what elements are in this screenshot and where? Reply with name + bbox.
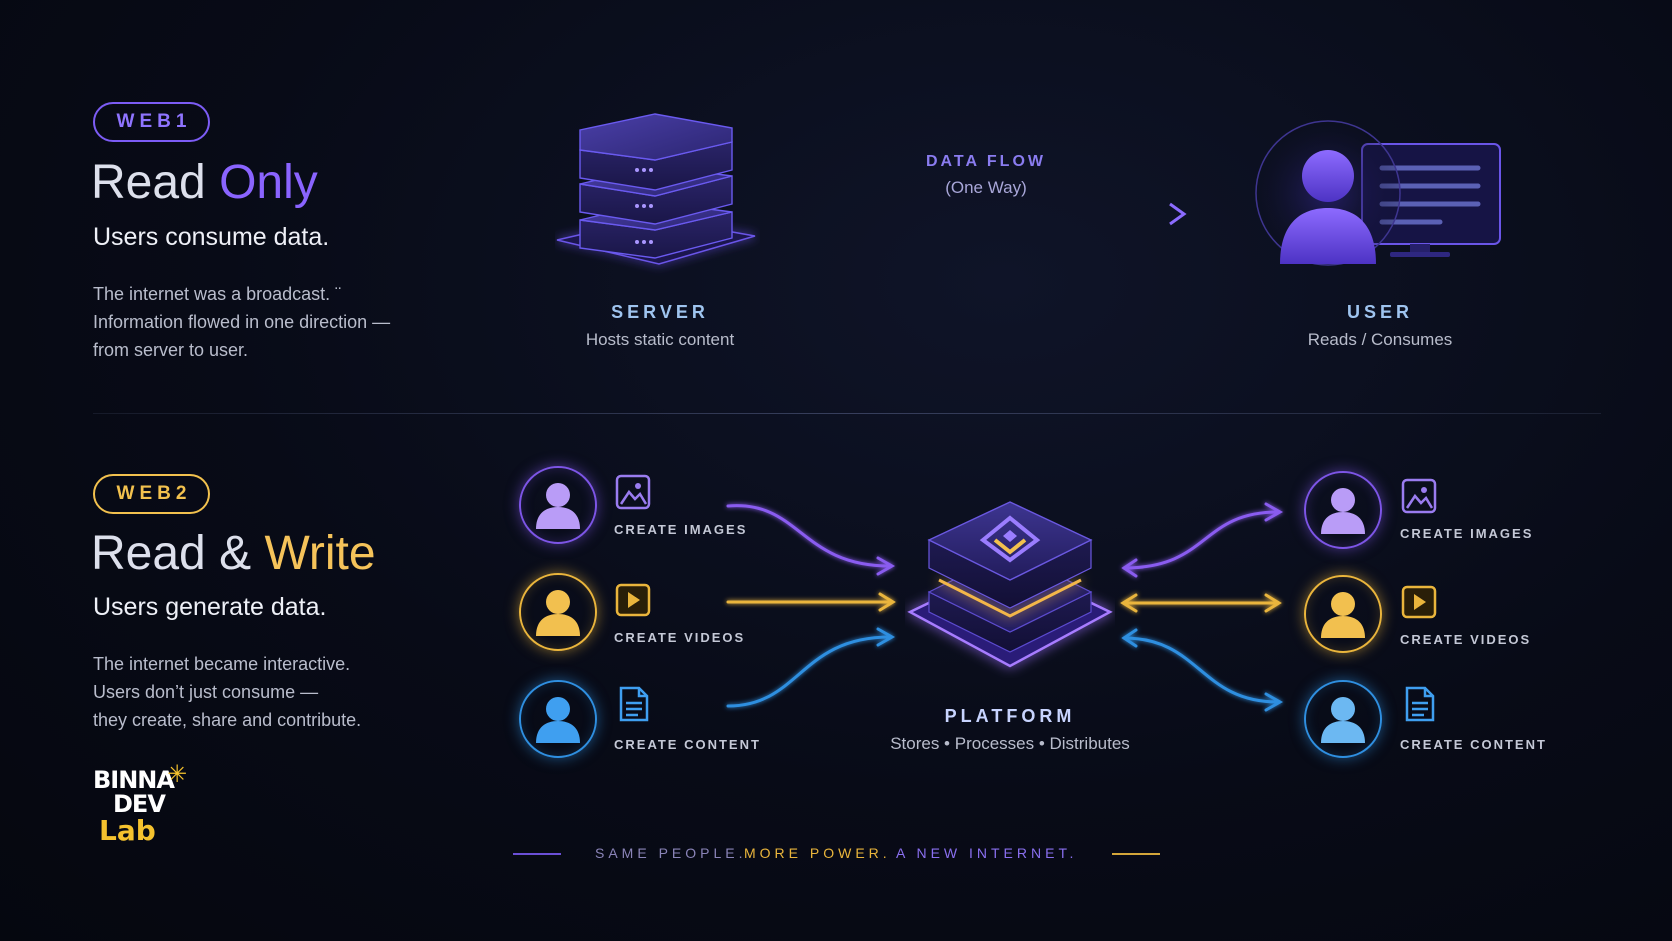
web1-title-main: Read [91,156,220,209]
web1-description: The internet was a broadcast. ¨ Informat… [93,280,390,364]
web1-badge-label: WEB1 [116,111,192,132]
right-action-label-content: CREATE CONTENT [1400,737,1547,752]
left-action-label-videos: CREATE VIDEOS [614,630,746,645]
play-icon [1401,585,1437,619]
image-icon [615,474,651,510]
logo-line-1: BINNA [93,766,175,794]
user-icon [1321,697,1365,743]
document-icon [619,686,649,722]
platform-caption: Stores • Processes • Distributes [890,734,1130,753]
server-caption: Hosts static content [585,330,735,349]
left-user-avatar-images [519,466,597,544]
web2-description-line-2: Users don’t just consume — [93,682,319,702]
web2-description-line-1: The internet became interactive. [93,654,351,674]
user-icon [536,697,580,743]
user-icon [536,590,580,636]
web2-badge: WEB2 [93,474,210,514]
tagline-line-right [1112,853,1160,855]
right-user-avatar-videos [1304,575,1382,653]
data-flow-sublabel: (One Way) [945,178,1027,197]
data-flow-label: DATA FLOW [925,153,1046,170]
web1-title-highlight: Only [219,156,318,209]
web2-title: Read & Write [91,526,376,581]
left-action-label-content: CREATE CONTENT [614,737,761,752]
web1-description-line-1: The internet was a broadcast. ¨ [93,284,342,304]
right-user-avatar-images [1304,471,1382,549]
user-label: USER [1346,302,1413,322]
tagline-line-left [513,853,561,855]
right-user-avatar-content [1304,680,1382,758]
web2-subtitle: Users generate data. [93,593,327,621]
left-user-avatar-content [519,680,597,758]
web2-badge-label: WEB2 [116,483,192,504]
web1-description-line-2: Information flowed in one direction — [93,312,391,332]
logo-line-2: DEV [113,790,166,818]
tagline-part-1: SAME PEOPLE. [595,845,747,861]
tagline-part-2: MORE POWER. [744,845,891,861]
user-icon [1321,488,1365,534]
web2-description-line-3: they create, share and contribute. [93,710,362,730]
left-user-avatar-videos [519,573,597,651]
platform-label: PLATFORM [944,706,1076,726]
web2-title-highlight: Write [264,527,376,580]
tagline-part-3: A NEW INTERNET. [896,845,1078,861]
binna-dev-lab-logo: BINNA DEV Lab ✳ [93,761,187,856]
user-caption: Reads / Consumes [1307,330,1453,349]
user-icon [1321,592,1365,638]
section-divider [93,413,1601,414]
left-action-label-images: CREATE IMAGES [614,522,748,537]
logo-line-3: Lab [99,814,156,847]
platform-connectors [726,502,1284,712]
document-icon [1405,686,1435,722]
web2-title-main: Read & [91,527,265,580]
right-action-label-videos: CREATE VIDEOS [1400,632,1532,647]
data-flow-arrow [790,202,1187,226]
web1-subtitle: Users consume data. [93,223,330,251]
web1-description-line-3: from server to user. [93,340,249,360]
star-icon: ✳ [167,761,188,788]
web2-description: The internet became interactive. Users d… [93,650,361,734]
right-action-label-images: CREATE IMAGES [1400,526,1534,541]
user-screen-icon [1255,120,1501,266]
user-icon [536,483,580,529]
web1-badge: WEB1 [93,102,210,142]
play-icon [615,583,651,617]
image-icon [1401,478,1437,514]
web1-title: Read Only [91,155,318,210]
platform-icon [907,501,1113,668]
server-icon [556,113,756,265]
server-label: SERVER [611,302,709,322]
